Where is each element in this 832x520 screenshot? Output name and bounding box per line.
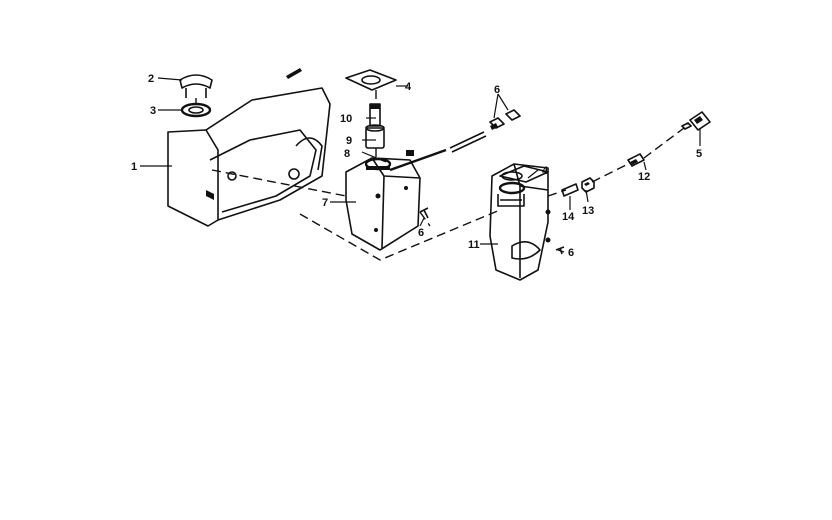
callout-4-top: 4 <box>405 81 412 93</box>
callout-7: 7 <box>322 197 328 209</box>
callout-12: 12 <box>638 171 650 183</box>
callout-6-top: 6 <box>494 84 500 96</box>
callout-10: 10 <box>340 113 352 125</box>
part-3-gasket <box>180 102 212 118</box>
assembly-lines <box>195 90 685 261</box>
part-4-plate-right <box>501 171 523 181</box>
part-14-sleeve <box>561 183 579 197</box>
callout-6-right: 6 <box>568 247 574 259</box>
callout-3: 3 <box>150 105 156 117</box>
part-13-nut <box>581 177 595 193</box>
part-11-housing <box>489 163 551 281</box>
part-12-coupling <box>627 153 645 167</box>
part-5-end-fitting <box>681 111 711 131</box>
part-6-bolt-center <box>419 207 429 219</box>
callout-1: 1 <box>131 161 137 173</box>
callout-14: 14 <box>562 211 575 223</box>
part-7-tank <box>345 150 421 251</box>
part-4-plate-gasket <box>345 69 397 91</box>
part-1-housing <box>167 68 331 227</box>
part-9-cylinder <box>365 124 385 149</box>
callout-11: 11 <box>468 239 480 251</box>
callout-6-center: 6 <box>418 227 424 239</box>
leader-lines <box>140 77 701 253</box>
callout-5: 5 <box>696 148 702 160</box>
part-10-pin <box>369 103 381 127</box>
callout-9: 9 <box>346 135 352 147</box>
part-6-fittings <box>489 109 521 130</box>
callout-13: 13 <box>582 205 594 217</box>
callout-8: 8 <box>344 148 350 160</box>
callout-2: 2 <box>148 73 154 85</box>
part-2-cap <box>179 74 213 98</box>
part-8-shaft <box>389 131 487 172</box>
callout-4-right: 4 <box>542 165 549 177</box>
